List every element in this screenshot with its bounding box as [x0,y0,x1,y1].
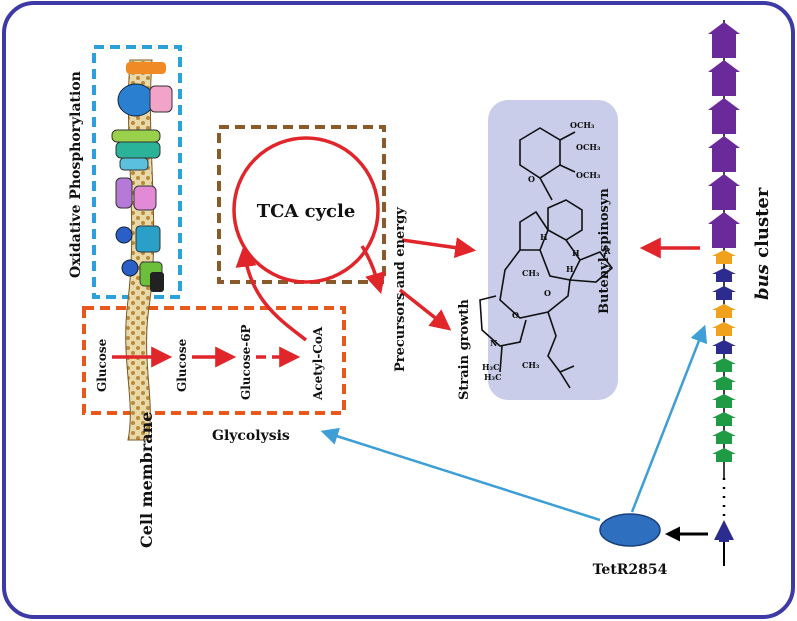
chem-labels: OCH₃ OCH₃ OCH₃ CH₃ CH₃ H₃C H₃C H H H R O… [482,120,611,382]
chem-label: H [566,264,574,274]
glycolysis-box [82,306,346,415]
gene-arrow-green [712,394,736,408]
gene-arrow-green [712,412,736,426]
chem-label: O [544,288,551,298]
gene-arrow-navy [712,268,736,282]
bus-cluster-label: bus cluster [752,187,773,300]
gene-arrow-green [712,358,736,372]
chem-label: O [512,310,519,320]
chem-label: H [540,232,548,242]
arrow-acetylcoa-tca [235,245,308,342]
arrow-tetr-bus [630,324,708,513]
chem-label: H₃C [484,372,501,382]
gene-arrow-purple [708,60,740,96]
tca-cycle-circle [232,136,380,284]
chem-label: OCH₃ [570,120,595,130]
tetr-gene-arrow [714,520,734,566]
blue-arrows [320,324,708,522]
glucose-inside-label: Glucose [175,338,189,392]
gene-arrow-navy [712,286,736,300]
gene-arrow-orange [712,304,736,318]
glucose-6p-label: Glucose-6P [239,324,253,400]
gene-arrow-purple [708,174,740,210]
gene-arrow-orange [712,322,736,336]
arrow-tetr-glycolysis [320,427,601,522]
spinosyn-panel [488,100,618,400]
butenyl-spinosyn-label: Butenyl-spinosyn [597,188,612,314]
precursors-energy-label: Precursors and energy [393,207,408,372]
gene-arrow-green [712,448,736,462]
gene-arrow-purple [708,22,740,58]
chem-label: CH₃ [522,268,540,278]
oxphos-label: Oxidative Phosphorylation [68,71,84,278]
chem-label: N [490,338,497,348]
oxphos-complexes [111,62,173,292]
chem-label: OCH₃ [576,142,601,152]
tetr-label: TetR2854 [593,562,668,578]
glucose-outside-label: Glucose [95,338,109,392]
arrow-strain-growth [398,288,452,331]
chem-label: R [604,246,611,256]
butenyl-spinosyn-structure [479,127,614,389]
chem-label: CH₃ [522,360,540,370]
arrow-tca-out [360,245,386,295]
acetyl-coa-label: Acetyl-CoA [311,326,325,401]
chem-label: H [572,248,580,258]
gene-arrow-navy [712,340,736,354]
arrow-precursors-spinosyn [401,237,477,259]
chem-label: O [528,174,535,184]
strain-growth-label: Strain growth [457,299,472,400]
gene-arrow-purple [708,212,740,248]
tca-cycle-label: TCA cycle [257,201,356,222]
chem-label: OCH₃ [576,170,601,180]
chem-label: H₃C [482,362,499,372]
cell-membrane-label: Cell membrane [137,412,156,548]
bus-gene-cluster [708,20,740,478]
gene-arrow-green [712,430,736,444]
gene-arrow-purple [708,98,740,134]
gene-arrow-purple [708,136,740,172]
gene-arrow-orange [712,250,736,264]
gene-arrow-green [712,376,736,390]
glycolysis-label: Glycolysis [212,428,290,444]
tetr-protein [599,513,661,547]
oxphos-box [92,45,182,299]
red-arrows [112,237,700,368]
